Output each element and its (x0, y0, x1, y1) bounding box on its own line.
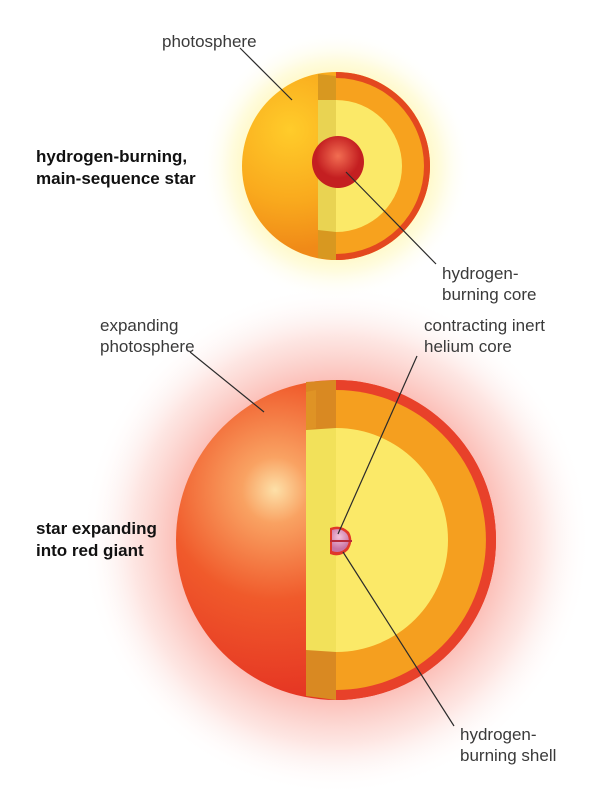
expanding-photosphere-label-2: photosphere (100, 337, 195, 356)
red-giant-title-1: star expanding (36, 519, 157, 538)
shell-label-2: burning shell (460, 746, 556, 765)
shell-leader (342, 551, 455, 727)
helium-core-label-1: contracting inert (424, 316, 545, 335)
core-leader (345, 171, 437, 265)
red-giant-title-2: into red giant (36, 541, 144, 560)
red-giant-star (78, 282, 594, 794)
photosphere-label: photosphere (162, 32, 257, 51)
core-globe (330, 137, 358, 188)
core-label-2: burning core (442, 285, 537, 304)
red-giant-interior (336, 428, 448, 652)
helium-core-label-2: helium core (424, 337, 512, 356)
helium-core-leader (337, 355, 418, 535)
main-sequence-title-1: hydrogen-burning, (36, 147, 187, 166)
expanding-photosphere-label-1: expanding (100, 316, 178, 335)
core-label-1: hydrogen- (442, 264, 519, 283)
expanding-photosphere-leader (189, 351, 265, 413)
red-giant-interior-face (306, 428, 336, 652)
red-giant-face-shade (306, 390, 316, 430)
main-sequence-star (201, 31, 471, 301)
shell-label-1: hydrogen- (460, 725, 537, 744)
main-sequence-interior (336, 100, 402, 232)
photosphere-leader (239, 47, 293, 101)
main-sequence-title-2: main-sequence star (36, 169, 196, 188)
